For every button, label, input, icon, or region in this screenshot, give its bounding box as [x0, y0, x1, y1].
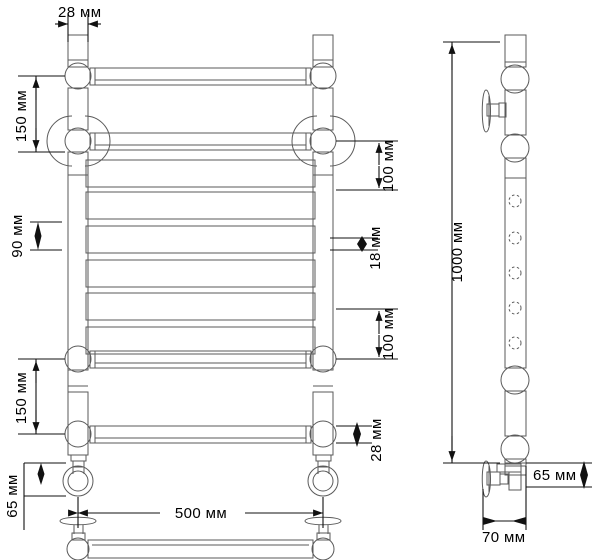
dim-depth-70 [482, 466, 527, 530]
label-rung-thickness-18: 18 мм [367, 226, 384, 269]
dim-lower-100 [336, 308, 398, 360]
dim-foot-65 [23, 462, 66, 530]
label-lower-100: 100 мм [380, 308, 397, 360]
label-top-tube-width: 28 мм [58, 4, 101, 21]
wall-bracket-lower [481, 458, 527, 498]
label-upper-150: 150 мм [13, 90, 30, 142]
label-bottom-tube-28: 28 мм [368, 418, 385, 461]
wall-bracket-upper [481, 89, 507, 133]
dim-width-500 [68, 497, 324, 528]
dim-rung-pitch-90 [30, 221, 62, 251]
label-rung-pitch-90: 90 мм [9, 214, 26, 257]
dim-wall-offset-65 [526, 461, 592, 489]
label-foot-65: 65 мм [4, 474, 21, 517]
dim-bottom-tube-28 [336, 422, 372, 447]
flat-rungs [85, 159, 316, 355]
dim-rung-thickness-18 [330, 236, 378, 252]
label-lower-150: 150 мм [13, 372, 30, 424]
dim-height-1000 [443, 41, 500, 464]
dim-lower-150 [18, 358, 65, 435]
bottom-crossbar-assembly [59, 516, 342, 560]
dim-top-tube-width [55, 14, 101, 42]
label-depth-70: 70 мм [482, 529, 525, 546]
label-width-500: 500 мм [175, 505, 227, 522]
rung-hole-marks [508, 194, 522, 350]
label-wall-offset-65: 65 мм [533, 467, 576, 484]
label-upper-100: 100 мм [380, 140, 397, 192]
right-rail [291, 34, 356, 497]
label-height-1000: 1000 мм [449, 222, 466, 283]
side-view-geometry [481, 34, 530, 498]
tube-rungs [89, 67, 312, 444]
dimension-annotations [18, 14, 592, 530]
dim-upper-150 [18, 75, 65, 153]
dim-upper-100 [336, 140, 398, 191]
left-rail [46, 34, 111, 497]
front-view-geometry [46, 34, 356, 560]
